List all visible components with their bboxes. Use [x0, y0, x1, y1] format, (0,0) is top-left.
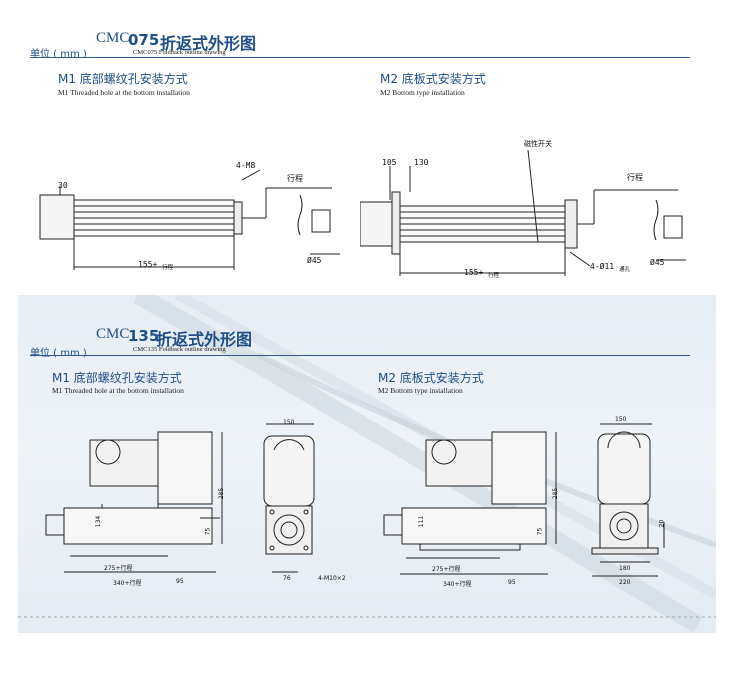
section-subtitle: CMC075 Foldback outline drawing: [133, 49, 226, 56]
dim-length: 155+: [138, 260, 158, 269]
m2-subtitle-2: M2 Bottom type installation: [378, 386, 463, 395]
dim-75-m2: 75: [536, 527, 544, 536]
model-prefix: CMC: [96, 30, 130, 46]
dim-75: 75: [204, 527, 212, 536]
section-title-2: 折返式外形图: [156, 330, 253, 349]
dim-220: 220: [619, 579, 631, 586]
dim-stroke: 行程: [287, 174, 303, 183]
dim-4-m8: 4-M8: [236, 161, 256, 170]
m1-subtitle-2: M1 Threaded hole at the bottom installat…: [52, 386, 184, 395]
dim-length-m2-suffix: 行程: [488, 273, 500, 279]
dim-95-m2: 95: [508, 579, 516, 586]
dim-4-d11-suffix: 通孔: [619, 267, 631, 273]
dim-length-m2: 155+: [464, 268, 484, 277]
dim-130: 130: [414, 158, 429, 167]
model-prefix-2: CMC: [96, 326, 130, 342]
dim-150-m2: 150: [615, 416, 627, 423]
unit-label-2: 单位 ( mm ): [30, 348, 87, 359]
section-subtitle-2: CMC135 Foldback outline drawing: [133, 346, 226, 353]
dim-340-m2: 340+行程: [443, 581, 472, 588]
dim-180: 180: [619, 565, 631, 572]
dim-d45: Ø45: [307, 256, 322, 265]
section-title: 折返式外形图: [160, 34, 257, 53]
m2-title: M2 底板式安装方式: [380, 72, 486, 86]
model-number-2: 135: [128, 327, 160, 345]
m1-actuator-drawing: [39, 169, 340, 270]
m2-front-view: [591, 423, 665, 577]
m2-side-view: [383, 431, 557, 575]
dim-134: 134: [95, 515, 103, 528]
dim-150: 150: [283, 419, 295, 426]
m2-subtitle: M2 Bottom type installation: [380, 88, 465, 97]
m1-title: M1 底部螺纹孔安装方式: [58, 72, 188, 86]
dim-285-m2: 285: [552, 487, 560, 500]
m1-subtitle: M1 Threaded hole at the bottom installat…: [58, 88, 190, 97]
dim-4-d11: 4-Ø11: [590, 262, 615, 271]
dim-length-suffix: 行程: [162, 265, 174, 271]
section-divider: [30, 57, 690, 58]
dim-30: 30: [58, 181, 68, 190]
unit-label: 单位 ( mm ): [30, 49, 87, 60]
dim-95: 95: [176, 578, 184, 585]
dim-76: 76: [283, 575, 291, 582]
m2-title-2: M2 底板式安装方式: [378, 371, 484, 385]
m1-side-view: [45, 431, 223, 573]
dim-340-stroke: 340+行程: [113, 580, 142, 587]
model-number: 075: [128, 31, 160, 49]
dim-20: 20: [658, 519, 666, 528]
dim-4-m10: 4-M10×2: [318, 575, 346, 582]
section-divider-2: [30, 355, 690, 356]
m1-front-view: [263, 423, 315, 573]
magnetic-switch-label: 磁性开关: [524, 140, 552, 148]
dim-111: 111: [418, 515, 426, 528]
dim-d45-m2: Ø45: [650, 258, 665, 267]
dim-275-m2: 275+行程: [432, 566, 461, 573]
dim-stroke-m2: 行程: [627, 173, 643, 182]
dim-105: 105: [382, 158, 397, 167]
dim-285: 285: [218, 487, 226, 500]
dim-275-stroke: 275+行程: [104, 565, 133, 572]
m1-title-2: M1 底部螺纹孔安装方式: [52, 371, 182, 385]
m2-actuator-drawing: [360, 149, 686, 276]
